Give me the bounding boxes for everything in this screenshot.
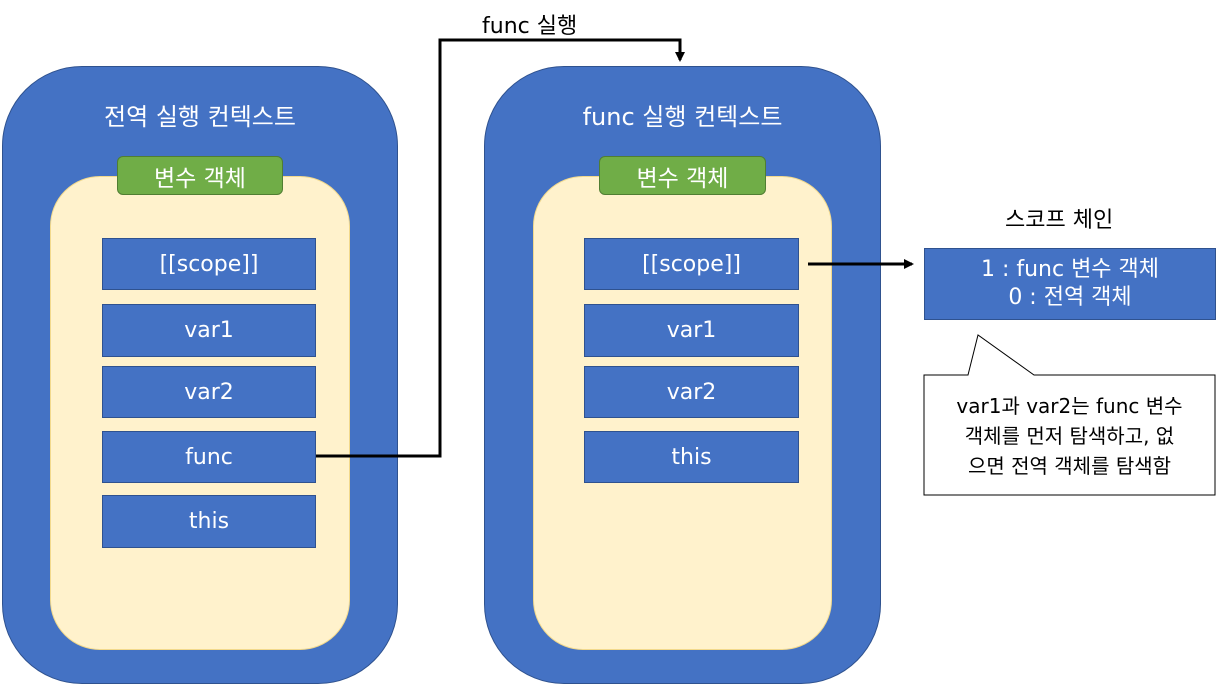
global-slot-var1: var1 (102, 304, 316, 357)
scope-chain-entry-0: 0 : 전역 객체 (1008, 285, 1132, 310)
func-slot-var2: var2 (584, 366, 799, 418)
note-line-1: var1과 var2는 func 변수 (956, 394, 1183, 418)
func-call-connector (316, 38, 685, 458)
func-slot-scope: [[scope]] (584, 238, 799, 290)
func-variable-object-label: 변수 객체 (599, 156, 766, 195)
scope-chain-entry-1: 1 : func 변수 객체 (980, 257, 1160, 282)
scope-chain-title: 스코프 체인 (1005, 208, 1114, 233)
global-slot-func: func (102, 431, 316, 483)
func-slot-var1: var1 (584, 304, 799, 357)
note-line-2: 객체를 먼저 탐색하고, 없 (964, 424, 1175, 448)
func-slot-this: this (584, 431, 799, 483)
note-line-3: 으면 전역 객체를 탐색함 (967, 454, 1172, 478)
func-context-title: func 실행 컨텍스트 (582, 103, 783, 131)
scope-chain-box: 1 : func 변수 객체 0 : 전역 객체 (924, 248, 1216, 320)
global-context-title: 전역 실행 컨텍스트 (104, 103, 296, 131)
scope-chain-note: var1과 var2는 func 변수 객체를 먼저 탐색하고, 없 으면 전역… (925, 378, 1214, 494)
note-callout-shape (923, 334, 1216, 496)
global-slot-scope: [[scope]] (102, 238, 316, 290)
global-slot-var2: var2 (102, 366, 316, 418)
call-arrow-label: func 실행 (482, 14, 578, 39)
global-variable-object-label: 변수 객체 (117, 156, 283, 195)
global-slot-this: this (102, 495, 316, 548)
